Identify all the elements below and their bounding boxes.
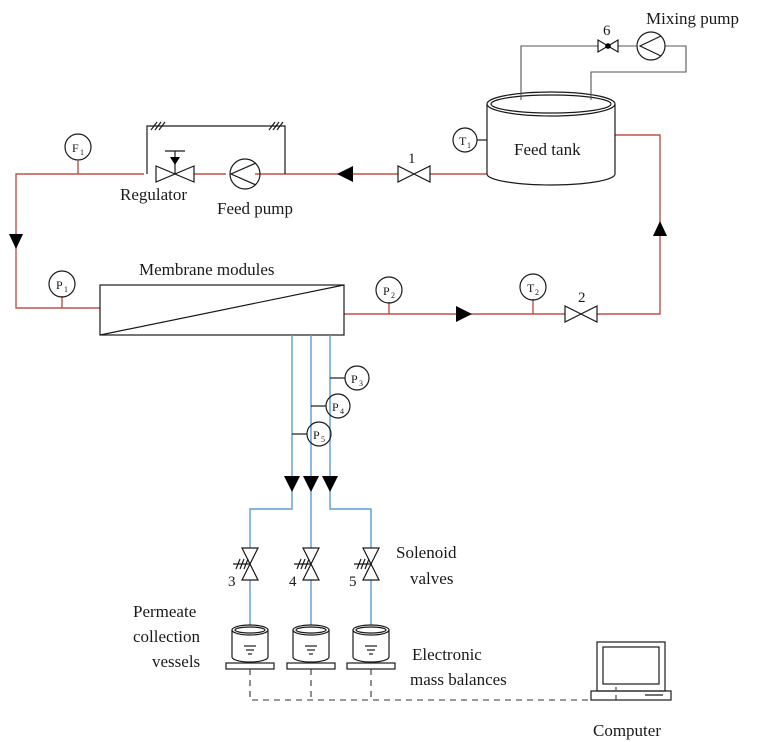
flow-arrow-feed [337,166,353,182]
valve-4-label: 4 [289,574,297,590]
pressure-gauge-p5: P 5 [292,421,332,447]
flow-arrow-down-left [9,234,23,249]
svg-text:2: 2 [391,291,395,300]
mixing-loop: 6 Mixing pump [520,9,739,100]
feed-pump-label: Feed pump [217,199,293,218]
regulator-bypass-line [146,121,286,174]
feed-tank: Feed tank [486,91,616,186]
svg-text:1: 1 [64,285,68,294]
membrane-modules-label: Membrane modules [139,260,275,279]
svg-text:3: 3 [359,379,363,388]
flow-arrow-permeate-1 [284,476,300,492]
mixing-pump-label: Mixing pump [646,9,739,28]
valve-1: 1 [397,151,431,183]
svg-text:2: 2 [535,288,539,297]
svg-text:F: F [72,141,79,155]
temperature-gauge-t2: T 2 [519,273,547,314]
permeate-label-line1: Permeate [133,602,196,621]
computer-icon [590,641,672,701]
permeate-label-line2: collection [133,627,201,646]
permeate-lines [249,335,372,625]
flow-gauge-f1: F 1 [64,133,92,174]
mass-balances [225,662,396,670]
pressure-gauge-p2: P 2 [375,276,403,314]
feed-tank-label: Feed tank [514,140,581,159]
signal-lines [249,669,617,701]
balances-label-line2: mass balances [410,670,507,689]
valve-6-label: 6 [603,23,611,39]
svg-text:P: P [351,372,358,386]
valve-6 [597,38,619,54]
pressure-gauge-p1: P 1 [48,270,76,308]
flow-arrow-retentate [456,306,472,322]
valve-3-label: 3 [228,574,236,590]
svg-text:P: P [313,428,320,442]
membrane-module [99,284,345,336]
solenoid-valve-4 [294,547,320,581]
solenoid-valve-3 [233,547,259,581]
solenoid-valves-label-line2: valves [410,569,453,588]
computer-label: Computer [593,721,661,740]
flow-arrow-up-right [653,221,667,236]
valve-5-label: 5 [349,574,357,590]
flow-arrow-permeate-3 [322,476,338,492]
svg-text:1: 1 [467,141,471,150]
balances-label-line1: Electronic [412,645,482,664]
pressure-gauge-p3: P 3 [330,365,370,391]
collection-vessel-1 [231,624,269,663]
svg-text:T: T [527,281,535,295]
mixing-pump-icon [636,31,666,61]
flow-arrow-permeate-2 [303,476,319,492]
valve-2: 2 [564,290,598,323]
svg-text:4: 4 [340,407,344,416]
collection-vessel-2 [292,624,330,663]
valve-1-label: 1 [408,151,416,167]
feed-lines [15,134,661,315]
svg-text:P: P [56,278,63,292]
collection-vessel-3 [352,624,390,663]
regulator-label: Regulator [120,185,187,204]
svg-text:1: 1 [80,148,84,157]
permeate-label-line3: vessels [152,652,200,671]
svg-text:T: T [459,134,467,148]
solenoid-valve-5 [354,547,380,581]
feed-pump-icon [229,158,261,190]
svg-text:P: P [332,400,339,414]
pressure-gauge-p4: P 4 [311,393,351,419]
solenoid-valves-label-line1: Solenoid [396,543,457,562]
valve-2-label: 2 [578,290,586,306]
svg-text:P: P [383,284,390,298]
temperature-gauge-t1: T 1 [452,127,487,153]
regulator-valve [155,150,195,183]
svg-text:5: 5 [321,435,325,444]
